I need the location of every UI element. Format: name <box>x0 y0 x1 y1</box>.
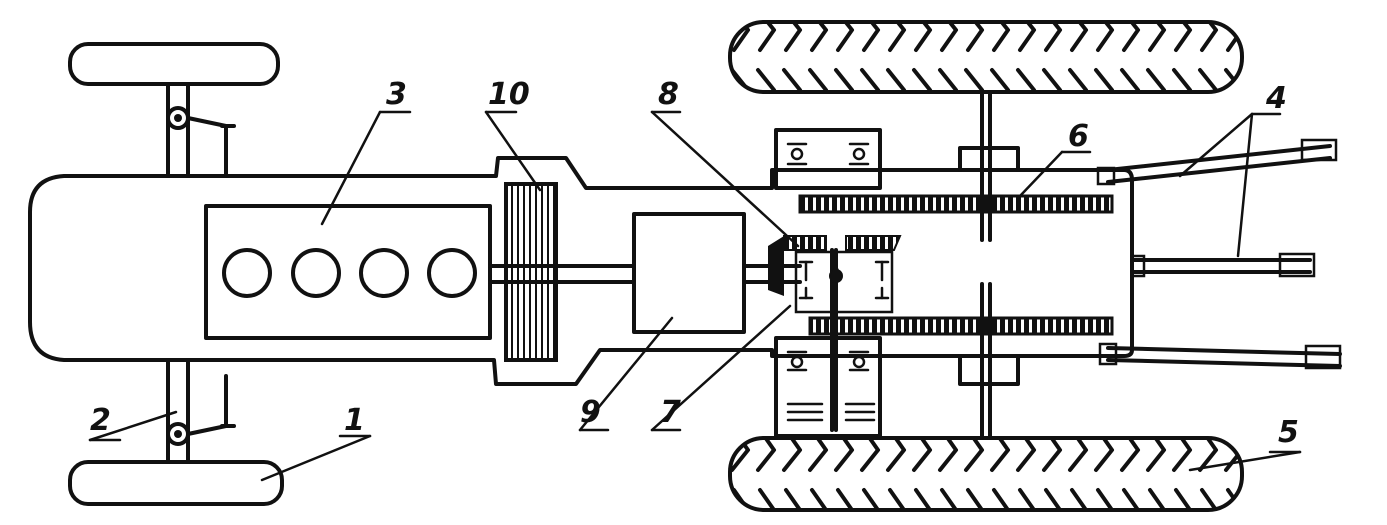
leader-lines <box>88 110 1302 482</box>
flywheel-clutch <box>504 182 558 362</box>
cylinder <box>291 248 341 298</box>
label-10: 10 <box>488 77 530 112</box>
rear-wheel-bottom <box>728 436 1244 512</box>
cylinder <box>359 248 409 298</box>
rear-wheel-top <box>728 20 1244 94</box>
frame-outline <box>28 156 1134 386</box>
cylinder <box>427 248 477 298</box>
label-8: 8 <box>658 77 679 112</box>
front-wheel-bottom <box>68 460 284 506</box>
front-axle <box>166 82 236 464</box>
label-4: 4 <box>1265 81 1287 116</box>
final-drive-gear-top <box>798 194 1114 214</box>
label-2: 2 <box>90 403 111 438</box>
label-9: 9 <box>580 395 601 430</box>
label-6: 6 <box>1068 119 1089 154</box>
label-7: 7 <box>660 395 681 430</box>
label-1: 1 <box>344 403 365 438</box>
gearbox <box>632 212 746 334</box>
brake-housing-bottom <box>774 336 882 438</box>
main-bevel-gear <box>768 235 902 296</box>
final-drive-gear-bottom <box>808 316 1114 336</box>
label-5: 5 <box>1278 415 1299 450</box>
brake-housing-top <box>774 128 882 190</box>
engine-block <box>204 204 492 340</box>
rear-hitch <box>1096 138 1342 370</box>
front-wheel-top <box>68 42 280 86</box>
label-3: 3 <box>386 77 407 112</box>
cylinder <box>222 248 272 298</box>
